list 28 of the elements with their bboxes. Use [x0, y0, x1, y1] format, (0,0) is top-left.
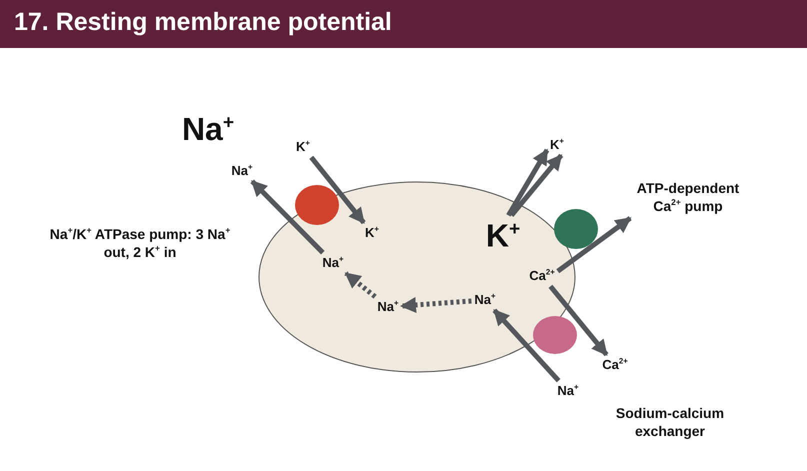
arrow [309, 156, 366, 224]
arrow [344, 271, 377, 299]
pump-caption: ATP-dependent Ca$^{2+}$ pump [626, 178, 750, 216]
ion-label: Ca$^{2+}$ [529, 268, 555, 284]
arrow [400, 297, 472, 313]
ion-label: K$^{+}$ [550, 138, 564, 152]
arrow [506, 148, 550, 217]
arrow [548, 284, 608, 356]
ion-label: Na$^{+}$ [557, 384, 579, 398]
slide-title: 17. Resting membrane potential [14, 8, 392, 37]
exchanger-circle [532, 315, 578, 355]
ion-label: Na$^{+}$ [474, 292, 496, 308]
ion-label: Na$^{+}$ [377, 300, 399, 314]
ion-label: K$^{+}$ [296, 140, 310, 154]
ion-label: Na$^{+}$ [322, 256, 344, 270]
arrow [510, 154, 564, 217]
pump-caption: Na$^{+}$/K$^{+}$ ATPase pump: 3 Na$^{+}$ out, 2 K$^{+}$ in [48, 224, 232, 262]
arrow [492, 308, 560, 382]
arrow [250, 180, 325, 254]
ion-label: Ca$^{2+}$ [602, 358, 628, 372]
cell-membrane [258, 181, 576, 373]
ion-label-large: Na$^{+}$ [182, 110, 234, 150]
pump-circle [553, 208, 599, 250]
exchanger-caption: Sodium-calcium exchanger [614, 404, 726, 440]
ion-label-large: K$^{+}$ [486, 218, 520, 254]
ion-label: Na$^{+}$ [231, 164, 253, 178]
arrow [556, 216, 632, 274]
ion-label: K$^{+}$ [365, 226, 379, 240]
